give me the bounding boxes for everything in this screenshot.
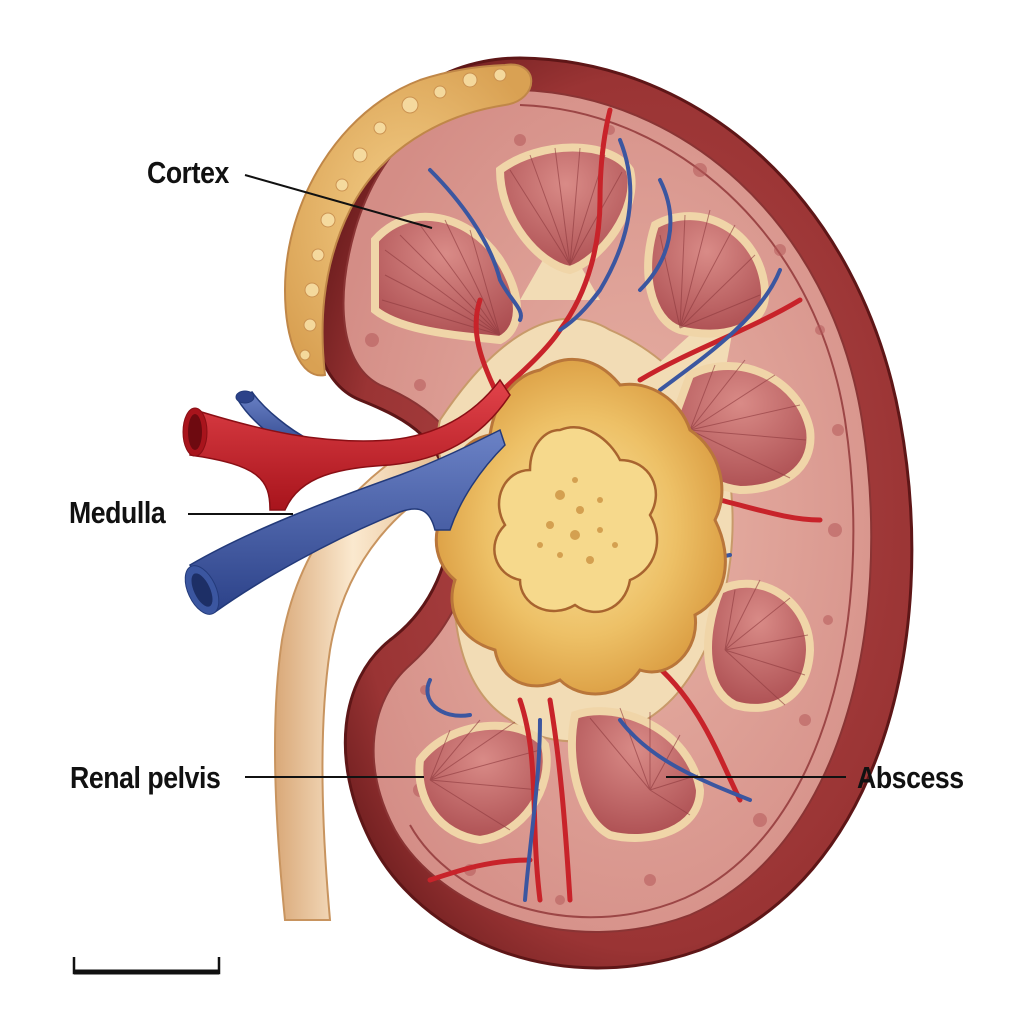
- scale-bar: [72, 957, 221, 975]
- ureter: [273, 428, 472, 921]
- leader-lines: [188, 174, 846, 778]
- interlobar-arteries: [427, 107, 823, 903]
- renal-vein: [184, 428, 506, 615]
- pyramid: [704, 579, 815, 712]
- label-medulla: Medulla: [69, 495, 166, 530]
- abscess: [434, 357, 727, 696]
- pyramid-striations: [381, 147, 809, 831]
- label-abscess: Abscess: [857, 760, 964, 795]
- adrenal-gland: [283, 63, 533, 377]
- renal-artery: [182, 378, 511, 511]
- pyramid: [568, 707, 705, 842]
- leader-line-cortex: [244, 174, 433, 229]
- label-renal-pelvis: Renal pelvis: [70, 760, 221, 795]
- label-cortex: Cortex: [147, 155, 229, 190]
